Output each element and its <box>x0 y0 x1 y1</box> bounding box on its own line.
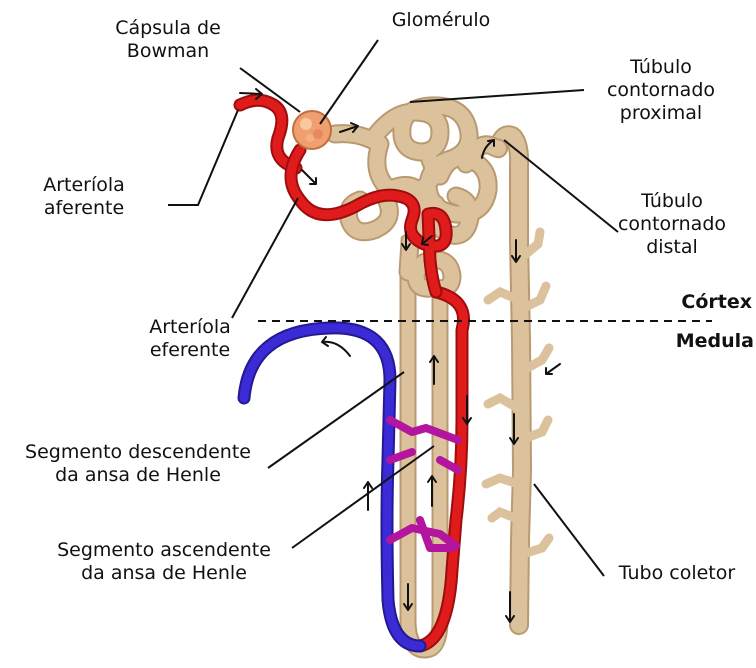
label-glomerulo: Glomérulo <box>376 9 506 32</box>
collecting-duct <box>486 135 549 625</box>
label-arteriola-aferente: Arteríola aferente <box>24 174 144 220</box>
label-segmento-descendente: Segmento descendente da ansa de Henle <box>2 441 274 487</box>
label-capsula-bowman: Cápsula de Bowman <box>90 17 246 63</box>
label-tubulo-proximal: Túbulo contornado proximal <box>586 56 736 125</box>
label-tubulo-distal: Túbulo contornado distal <box>604 190 740 259</box>
leader-aferente <box>168 110 238 205</box>
arrow-vein <box>322 337 350 356</box>
label-medula: Medula <box>660 330 754 353</box>
arrow-cd-branch <box>546 364 560 374</box>
arrow-efferent <box>302 170 316 184</box>
leader-eferente <box>232 198 298 318</box>
label-segmento-ascendente: Segmento ascendente da ansa de Henle <box>32 539 296 585</box>
label-arteriola-eferente: Arteríola eferente <box>128 316 252 362</box>
leader-coletor <box>534 484 604 576</box>
label-cortex: Córtex <box>660 291 752 314</box>
leader-glomerulo <box>320 40 378 124</box>
label-tubo-coletor: Tubo coletor <box>604 562 750 585</box>
leader-proximal <box>410 90 584 102</box>
